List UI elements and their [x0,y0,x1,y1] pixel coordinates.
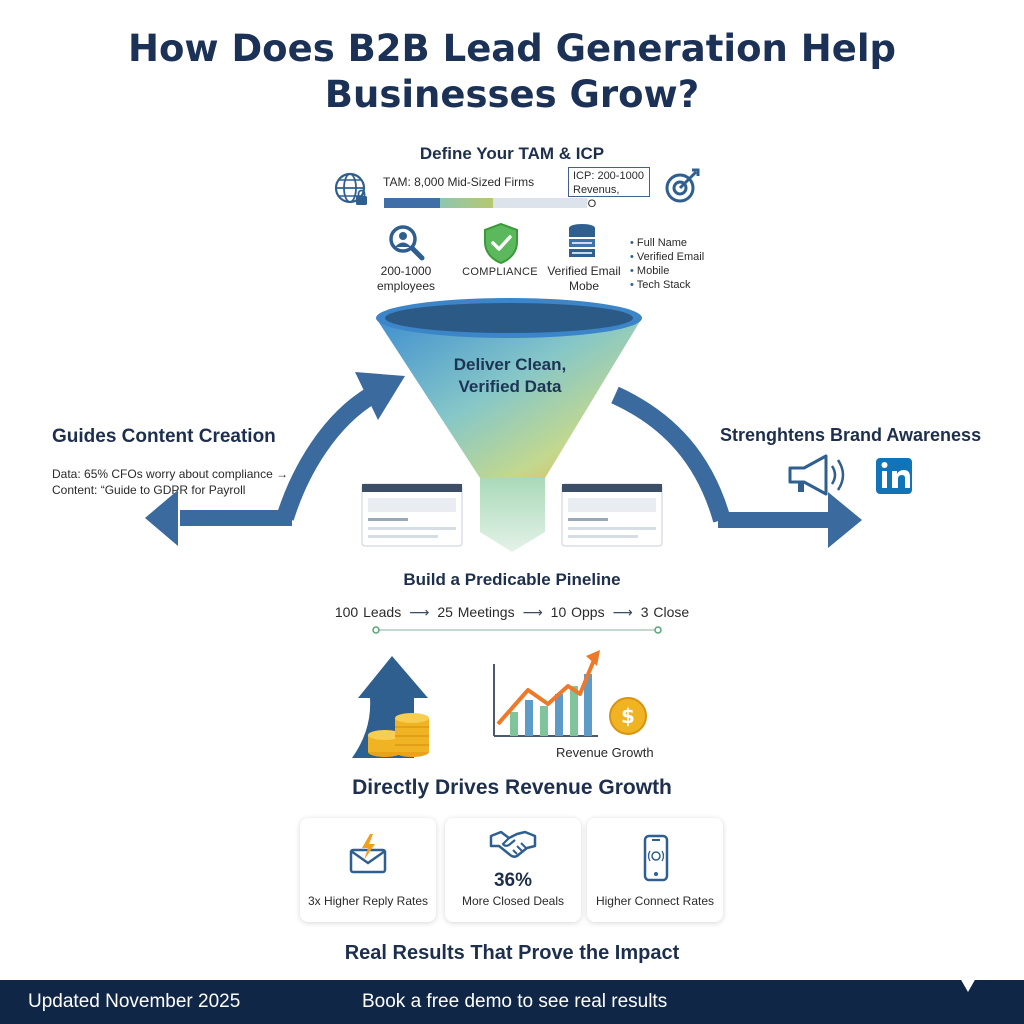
pipeline-step: 25 Meetings [437,604,515,620]
handshake-icon [489,830,537,858]
report-card-right [561,483,663,547]
pipeline-timeline [372,626,662,634]
tam-bar-segment-rest [493,198,587,208]
employees-line-2: employees [376,279,436,293]
employees-label: 200-1000 employees [360,264,452,294]
report-card-left [361,483,463,547]
tam-text: TAM: 8,000 Mid-Sized Firms [383,175,535,189]
icp-line-1: ICP: 200-1000 [573,170,644,182]
megaphone-icon [788,454,845,496]
page-title: How Does B2B Lead Generation Help Busine… [0,26,1024,118]
field-item: Mobile [630,264,704,278]
field-item: Tech Stack [630,278,704,292]
funnel-label: Deliver Clean, Verified Data [420,354,600,398]
guides-data-line: Data: 65% CFOs worry about compliance → [52,467,289,481]
data-fields-list: Full Name Verified Email Mobile Tech Sta… [630,236,704,292]
email-lightning-icon [349,834,387,874]
linkedin-icon [876,458,912,494]
guides-content-example: Data: 65% CFOs worry about compliance → … [52,466,288,498]
pipeline-arrow: ⟶ [612,604,633,620]
left-curved-arrow [145,372,405,546]
tam-icp-heading: Define Your TAM & ICP [419,144,605,163]
user-search-icon [389,225,425,261]
dollar-coin-icon: $ [609,697,647,735]
footer-demo-link[interactable]: Book a free demo to see real results [362,991,668,1012]
pipeline-step: 100 Leads [334,604,402,620]
title-line-1: How Does B2B Lead Generation Help [128,27,896,70]
guides-content-heading: Guides Content Creation [52,426,276,447]
card-label: 3x Higher Reply Rates [307,894,429,908]
shield-check-icon [484,222,518,264]
title-line-2: Businesses Grow? [324,73,700,116]
funnel-line-1: Deliver Clean, [453,355,567,374]
globe-lock-icon [334,172,367,205]
revenue-growth-label: Revenue Growth [556,745,654,760]
field-item: Full Name [630,236,704,250]
pipeline-arrow: ⟶ [409,604,430,620]
pipeline-heading: Build a Predicable Pineline [403,570,621,589]
target-icon [665,168,700,203]
revenue-growth-heading: Directly Drives Revenue Growth [352,776,672,799]
pipeline-steps: 100 Leads ⟶ 25 Meetings ⟶ 10 Opps ⟶ 3 Close [0,604,1024,621]
verified-email-label: Verified Email Mobe [542,264,626,294]
footer-updated-text: Updated November 2025 [28,991,241,1012]
mobile-phone-icon [643,834,669,882]
results-heading: Real Results That Prove the Impact [344,942,680,964]
tam-bar-segment-blue [384,198,440,208]
footer-notch-icon [960,978,976,992]
email-line-1: Verified Email [547,264,621,278]
pipeline-step: 3 Close [640,604,690,620]
brand-awareness-heading: Strenghtens Brand Awareness [720,425,982,445]
funnel-icon [376,298,642,552]
email-line-2: Mobe [568,279,600,293]
compliance-label: COMPLIANCE [462,266,538,278]
pipeline-arrow: ⟶ [522,604,543,620]
svg-text:$: $ [621,704,635,728]
tam-progress-bar [384,198,587,208]
result-card-reply-rates: 3x Higher Reply Rates [300,818,436,922]
database-icon [569,224,595,257]
card-value: 36% [493,870,533,891]
funnel-line-2: Verified Data [458,377,562,396]
card-label: Higher Connect Rates [595,894,715,908]
result-card-connect-rates: Higher Connect Rates [587,818,723,922]
right-curved-arrow [611,386,862,548]
result-card-closed-deals: 36% More Closed Deals [445,818,581,922]
field-item: Verified Email [630,250,704,264]
employees-line-1: 200-1000 [380,264,432,278]
footer-bar [0,980,1024,1024]
revenue-growth-chart-icon [493,650,600,737]
growth-arrow-coins-icon [352,656,429,758]
coin-stack [368,713,429,757]
pipeline-step: 10 Opps [550,604,605,620]
tam-bar-segment-green [440,198,493,208]
card-label: More Closed Deals [461,894,565,908]
guides-content-line: Content: “Guide to GDPR for Payroll [52,483,246,497]
